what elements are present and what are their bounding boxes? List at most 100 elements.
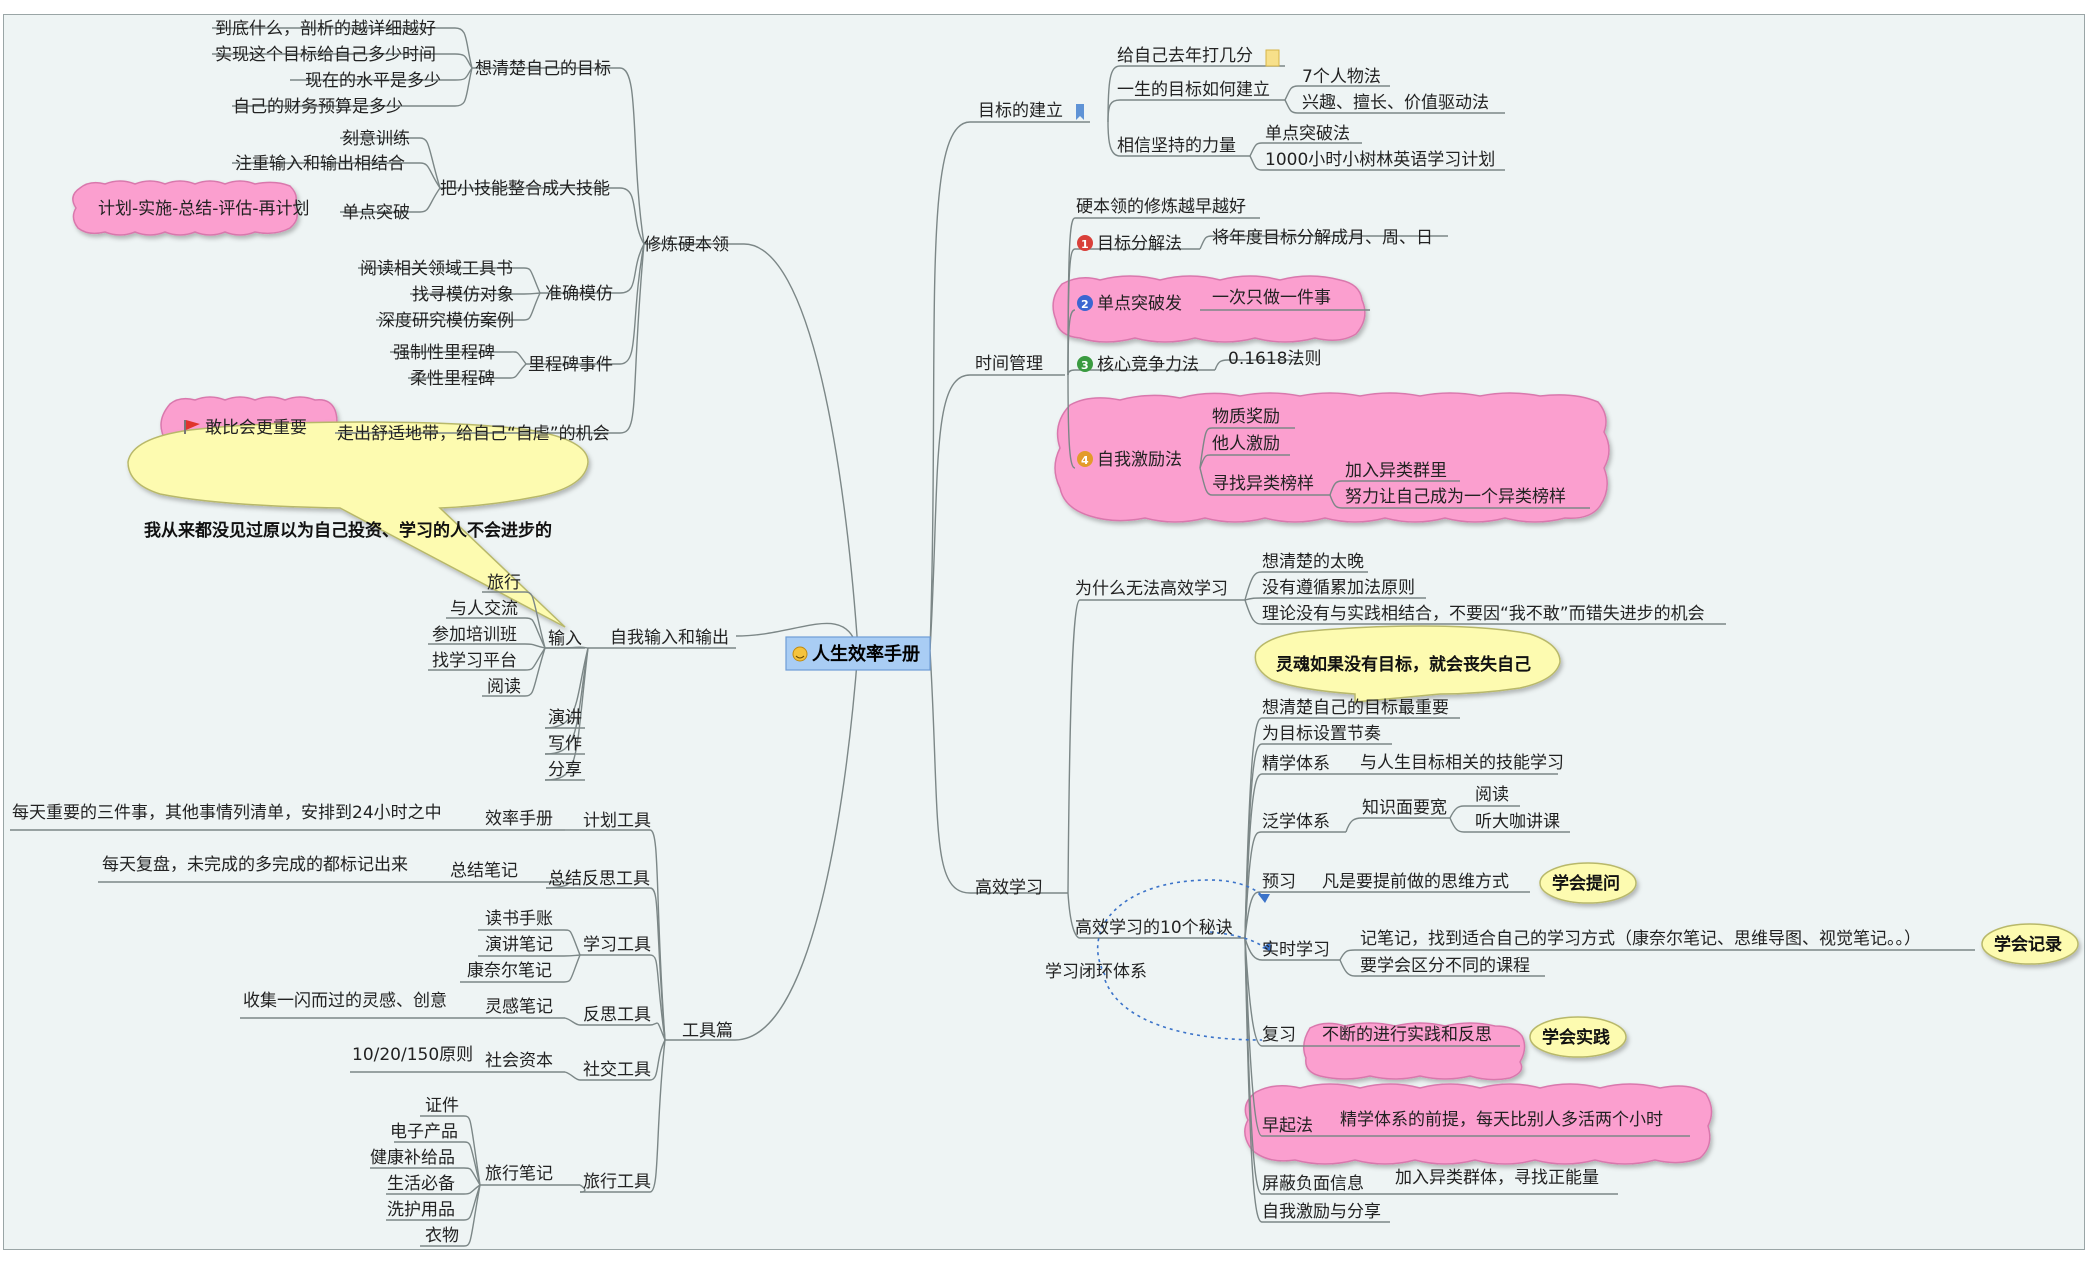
milestone-item-1: 柔性里程碑 <box>410 369 495 389</box>
why-item-0: 想清楚的太晚 <box>1262 552 1364 572</box>
balloon-invest <box>127 421 589 628</box>
cloud-method-2 <box>1052 275 1366 343</box>
review-note: 不断的进行实践和反思 <box>1322 1025 1492 1045</box>
fan-item-1: 听大咖讲课 <box>1475 812 1560 832</box>
learn-item-0: 读书手账 <box>485 909 553 929</box>
m4-sub-label: 寻找异类榜样 <box>1212 474 1314 494</box>
imitate-item-1: 找寻模仿对象 <box>412 285 514 305</box>
travel-item-0: 证件 <box>425 1096 459 1116</box>
goals-item-0: 到底什么，剖析的越详细越好 <box>215 19 436 39</box>
early-note: 精学体系的前提，每天比别人多活两个小时 <box>1340 1110 1663 1130</box>
goals-item-2: 现在的水平是多少 <box>305 71 441 91</box>
m2-label: 单点突破发 <box>1097 294 1182 314</box>
loop-label: 学习闭环体系 <box>1045 962 1147 982</box>
io-output-0: 演讲 <box>548 708 582 728</box>
time-label: 时间管理 <box>975 354 1043 374</box>
goal-persist-1: 1000小时小树林英语学习计划 <box>1265 150 1495 170</box>
secrets-label: 高效学习的10个秘诀 <box>1075 918 1233 938</box>
time-intro: 硬本领的修炼越早越好 <box>1076 197 1246 217</box>
review-label: 复习 <box>1262 1025 1296 1045</box>
early-label: 早起法 <box>1262 1116 1313 1136</box>
lianying-label: 修炼硬本领 <box>644 235 729 255</box>
why-label: 为什么无法高效学习 <box>1075 579 1228 599</box>
block-note: 加入异类群体，寻找正能量 <box>1395 1168 1599 1188</box>
travel-item-5: 衣物 <box>425 1226 459 1246</box>
goals-item-1: 实现这个目标给自己多少时间 <box>215 45 436 65</box>
imitate-item-2: 深度研究模仿案例 <box>378 311 514 331</box>
root-node-label: 人生效率手册 <box>812 643 920 665</box>
io-balloon: 我从来都没见过原以为自己投资、学习的人不会进步的 <box>144 520 552 541</box>
m1-num: 1 <box>1081 238 1089 251</box>
tools-label: 工具篇 <box>682 1021 733 1041</box>
goal-life-label: 一生的目标如何建立 <box>1117 80 1270 100</box>
skills-callout: 计划-实施-总结-评估-再计划 <box>98 199 310 219</box>
note-icon <box>1265 49 1280 67</box>
fan-item-0: 阅读 <box>1475 785 1509 805</box>
preview-tag: 学会提问 <box>1552 873 1620 894</box>
comfort-label: 走出舒适地带，给自己“自虐”的机会 <box>337 424 610 444</box>
reflect-sub: 灵感笔记 <box>485 997 553 1017</box>
root-node-bg <box>785 636 931 671</box>
reflect-label: 反思工具 <box>583 1005 651 1025</box>
social-sub: 社会资本 <box>485 1051 553 1071</box>
goals-item-3: 自己的财务预算是多少 <box>233 97 403 117</box>
learn-item-2: 康奈尔笔记 <box>467 961 552 981</box>
io-input-3: 找学习平台 <box>432 651 517 671</box>
social-label: 社交工具 <box>583 1060 651 1080</box>
why-item-2: 理论没有与实践相结合，不要因“我不敢”而错失进步的机会 <box>1262 604 1705 624</box>
io-output-1: 写作 <box>548 734 582 754</box>
m4-label: 自我激励法 <box>1097 450 1182 470</box>
cloud-early <box>1244 1083 1713 1165</box>
m3-num: 3 <box>1081 359 1089 372</box>
goal-life-0: 7个人物法 <box>1302 67 1381 87</box>
review-tag: 学会实践 <box>1542 1027 1610 1048</box>
preview-note: 凡是要提前做的思维方式 <box>1322 872 1509 892</box>
why-item-1: 没有遵循累加法原则 <box>1262 578 1415 598</box>
live-label: 实时学习 <box>1262 940 1330 960</box>
secrets-balloon: 灵魂如果没有目标，就会丧失自己 <box>1276 654 1531 675</box>
m1-note: 将年度目标分解成月、周、日 <box>1212 228 1433 248</box>
io-input-4: 阅读 <box>487 677 521 697</box>
cloud-plan-cycle <box>72 180 298 236</box>
jing-note: 与人生目标相关的技能学习 <box>1360 753 1564 773</box>
m4-num: 4 <box>1081 454 1089 467</box>
goal-life-1: 兴趣、擅长、价值驱动法 <box>1302 93 1489 113</box>
tag-practice-bg <box>1529 1016 1627 1058</box>
learn-label: 学习工具 <box>583 935 651 955</box>
live-item-0: 记笔记，找到适合自己的学习方式（康奈尔笔记、思维导图、视觉笔记。。） <box>1360 929 1921 949</box>
travel-item-1: 电子产品 <box>390 1122 458 1142</box>
secrets-item-1: 为目标设置节奏 <box>1262 724 1381 744</box>
milestone-label: 里程碑事件 <box>528 355 613 375</box>
m4-item-0: 物质奖励 <box>1212 407 1280 427</box>
share-label: 自我激励与分享 <box>1262 1202 1381 1222</box>
m4-item-1: 他人激励 <box>1212 434 1280 454</box>
study-label: 高效学习 <box>975 878 1043 898</box>
live-tag: 学会记录 <box>1994 934 2062 955</box>
fan-sub: 知识面要宽 <box>1362 798 1447 818</box>
reflect-note: 收集一闪而过的灵感、创意 <box>243 991 447 1011</box>
travel-sub: 旅行笔记 <box>485 1164 553 1184</box>
plan-label: 计划工具 <box>583 811 651 831</box>
plan-note: 每天重要的三件事，其他事情列清单，安排到24小时之中 <box>12 803 442 823</box>
m3-note: 0.1618法则 <box>1228 349 1321 369</box>
imitate-label: 准确模仿 <box>545 284 613 304</box>
io-output-2: 分享 <box>548 760 582 780</box>
m2-num: 2 <box>1081 298 1089 311</box>
map-background <box>3 14 2085 1250</box>
skills-item-0: 刻意训练 <box>342 129 410 149</box>
milestone-item-0: 强制性里程碑 <box>393 343 495 363</box>
smile-mouth <box>795 655 805 659</box>
m1-label: 目标分解法 <box>1097 234 1182 254</box>
number-markers <box>1077 235 1093 467</box>
secrets-item-0: 想清楚自己的目标最重要 <box>1262 698 1449 718</box>
m2-note: 一次只做一件事 <box>1212 288 1331 308</box>
jing-label: 精学体系 <box>1262 754 1330 774</box>
learn-item-1: 演讲笔记 <box>485 935 553 955</box>
travel-item-3: 生活必备 <box>387 1174 455 1194</box>
fan-label: 泛学体系 <box>1262 812 1330 832</box>
io-input-1: 与人交流 <box>450 599 518 619</box>
comfort-callout: 敢比会更重要 <box>205 418 307 438</box>
io-input-label: 输入 <box>548 629 582 649</box>
live-item-1: 要学会区分不同的课程 <box>1360 956 1530 976</box>
